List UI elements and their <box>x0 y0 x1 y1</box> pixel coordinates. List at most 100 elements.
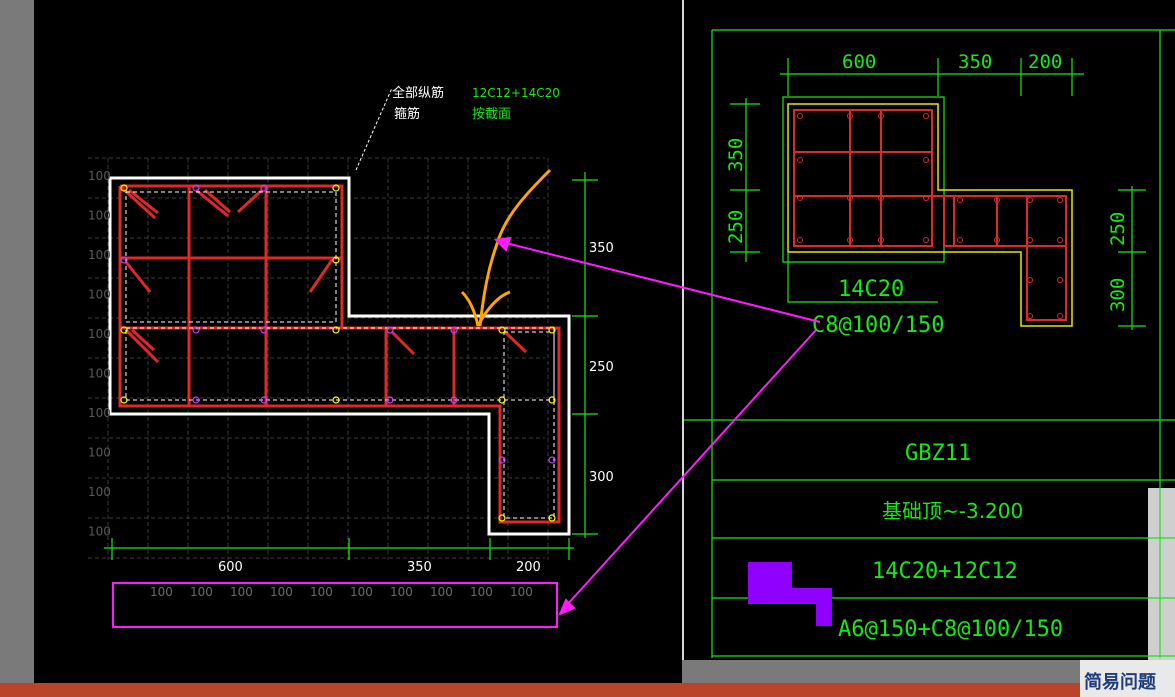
right-bar-dot <box>1027 237 1033 243</box>
bar-dots <box>120 184 556 522</box>
right-section-outline-yellow <box>787 103 1073 327</box>
box-label: 100 <box>190 585 213 599</box>
bar-dot <box>498 514 506 522</box>
bar-dot <box>386 396 394 404</box>
left-bottom-dimensions <box>104 538 574 560</box>
row-label: 100 <box>88 248 111 262</box>
bar-dot <box>120 326 128 334</box>
section-outline <box>108 176 571 536</box>
section-thumbnail <box>748 562 832 626</box>
bar-dot <box>498 326 506 334</box>
right-bar-spec: 14C20 <box>838 277 904 302</box>
right-right-dimensions <box>1118 186 1146 330</box>
right-dim-top-350: 350 <box>958 51 992 73</box>
box-label: 100 <box>150 585 173 599</box>
right-dim-top-600: 600 <box>842 51 876 73</box>
right-bar-dot <box>923 157 929 163</box>
row-label: 100 <box>88 446 111 460</box>
bar-dot <box>548 514 556 522</box>
right-bar-dot <box>1057 277 1063 283</box>
dim-right-350: 350 <box>589 241 614 256</box>
bar-dot <box>120 184 128 192</box>
bar-dot <box>386 326 394 334</box>
callout-value-longitudinal: 12C12+14C20 <box>472 86 560 100</box>
right-bar-dot <box>847 237 853 243</box>
right-stirrup-spec: C8@100/150 <box>812 313 944 338</box>
bar-dot <box>260 184 268 192</box>
right-bar-dot <box>797 195 803 201</box>
box-label: 100 <box>470 585 493 599</box>
bottom-right-text: 简易问题 <box>1084 672 1156 693</box>
dim-right-300: 300 <box>589 470 614 485</box>
table-name: GBZ11 <box>905 441 971 466</box>
dim-bottom-600: 600 <box>218 560 243 575</box>
right-bar-dot <box>957 237 963 243</box>
box-label: 100 <box>390 585 413 599</box>
bar-dot <box>332 184 340 192</box>
bar-dot <box>192 184 200 192</box>
bar-dot <box>498 396 506 404</box>
bottom-right-widget[interactable]: 简易问题 <box>1080 660 1175 697</box>
box-label: 100 <box>230 585 253 599</box>
row-label: 100 <box>88 169 111 183</box>
orange-annotation-arrowhead <box>460 290 511 327</box>
right-bar-dot <box>1057 197 1063 203</box>
bar-dot <box>332 326 340 334</box>
right-section-outline-green <box>782 96 945 263</box>
bar-dot <box>548 396 556 404</box>
bar-dot <box>260 326 268 334</box>
bar-dot <box>192 396 200 404</box>
right-bar-dot <box>923 113 929 119</box>
row-label: 100 <box>88 288 111 302</box>
right-bar-dot <box>878 113 884 119</box>
right-bar-dot <box>1027 313 1033 319</box>
box-label: 100 <box>310 585 333 599</box>
bar-dot <box>548 326 556 334</box>
box-label: 100 <box>350 585 373 599</box>
row-label: 100 <box>88 525 111 539</box>
right-bar-dot <box>797 157 803 163</box>
dim-bottom-350: 350 <box>407 560 432 575</box>
highlight-box <box>112 582 558 628</box>
callout-value-stirrup: 按截面 <box>472 107 511 122</box>
left-right-dimensions <box>572 172 598 538</box>
table-elevation: 基础顶~-3.200 <box>882 499 1023 523</box>
right-dim-left-250: 250 <box>725 210 747 244</box>
bar-dot <box>260 396 268 404</box>
box-label: 100 <box>430 585 453 599</box>
row-label: 100 <box>88 209 111 223</box>
right-dim-left-350: 350 <box>725 138 747 172</box>
right-dim-top-200: 200 <box>1028 51 1062 73</box>
right-bar-dot <box>957 197 963 203</box>
taskbar-strip <box>0 683 1175 697</box>
row-label: 100 <box>88 406 111 420</box>
left-drawing-panel <box>34 0 682 683</box>
bar-dot <box>120 396 128 404</box>
right-top-dimensions <box>780 58 1084 96</box>
right-bar-dot <box>1027 197 1033 203</box>
right-dim-right-300: 300 <box>1107 278 1129 312</box>
right-bar-dots <box>797 113 1063 319</box>
dim-right-250: 250 <box>589 360 614 375</box>
bar-dot <box>120 256 128 264</box>
callout-label-stirrup: 箍筋 <box>394 106 420 122</box>
right-bar-dot <box>847 113 853 119</box>
table-stirrup: A6@150+C8@100/150 <box>838 617 1063 642</box>
bar-dot <box>332 256 340 264</box>
right-leader <box>787 252 938 303</box>
bar-dot <box>192 326 200 334</box>
right-bar-dot <box>1057 313 1063 319</box>
rebar-cage <box>118 184 561 524</box>
right-bar-dot <box>797 113 803 119</box>
right-bar-dot <box>1027 277 1033 283</box>
right-bar-dot <box>847 195 853 201</box>
right-left-dimensions <box>730 98 760 262</box>
bar-dot <box>450 326 458 334</box>
right-bar-dot <box>994 197 1000 203</box>
right-bar-dot <box>878 237 884 243</box>
right-bar-dot <box>923 237 929 243</box>
box-label: 100 <box>270 585 293 599</box>
